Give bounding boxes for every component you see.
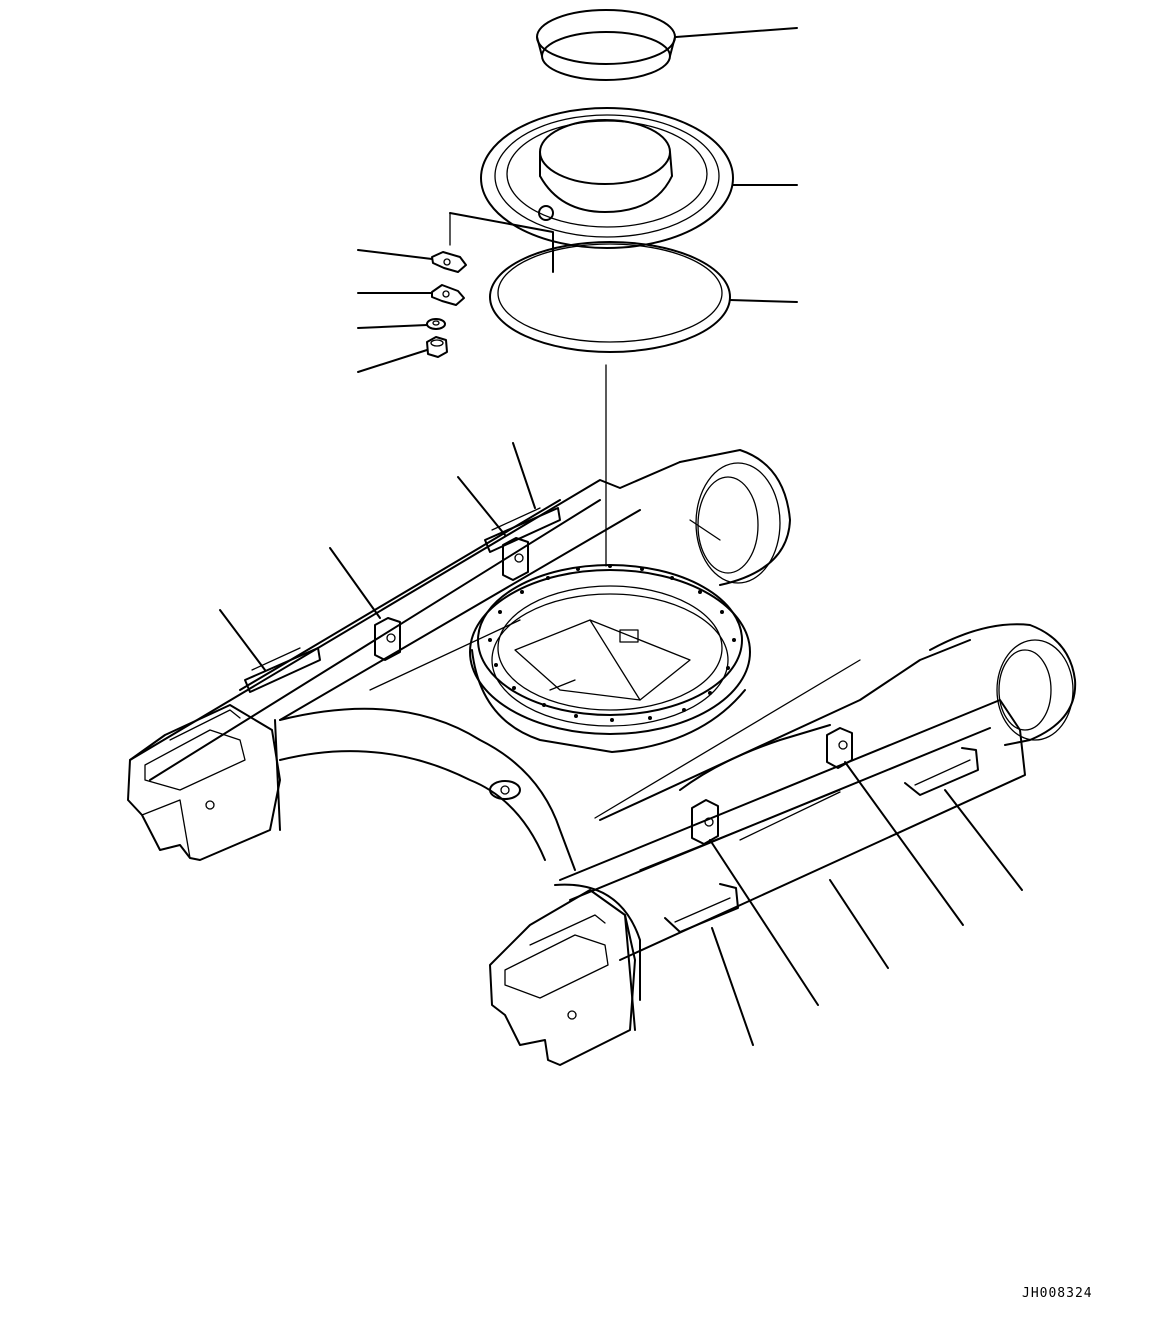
washer-icon — [426, 318, 446, 330]
guard-block-icon — [502, 537, 529, 581]
o-ring-icon — [489, 241, 731, 353]
drawing-id-label: JH008324 — [1022, 1286, 1093, 1301]
bolt-holes — [488, 564, 736, 722]
shim-icon — [431, 284, 465, 306]
guard-block-icon — [374, 617, 401, 661]
swing-circle-seal-icon — [480, 107, 734, 249]
cover-bracket-icon — [664, 883, 739, 933]
cover-ring-icon — [536, 9, 676, 81]
guard-block-icon — [826, 727, 853, 769]
guard-block-icon — [691, 799, 719, 845]
cover-bracket-icon — [904, 747, 979, 796]
nut-icon — [426, 336, 448, 358]
plate-icon — [431, 212, 554, 273]
track-frame-icon — [127, 449, 1077, 1066]
cover-bracket-icon — [244, 647, 321, 693]
leader-lines — [219, 27, 1023, 1046]
cover-bracket-icon — [484, 507, 561, 553]
